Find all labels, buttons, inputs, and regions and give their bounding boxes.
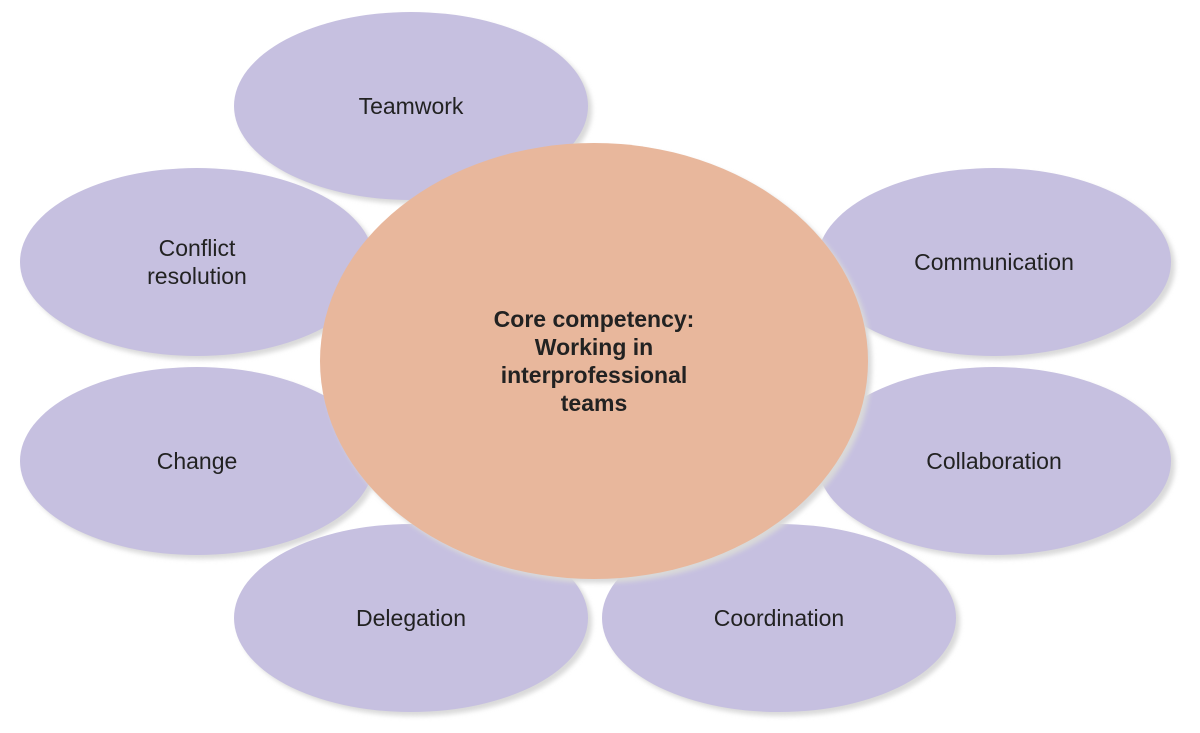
change-label: Change <box>157 448 238 474</box>
collaboration-node: Collaboration <box>817 367 1175 559</box>
delegation-label: Delegation <box>356 605 466 631</box>
satellite-ellipses: TeamworkConflictresolutionChangeDelegati… <box>20 12 1175 716</box>
change-ellipse <box>20 367 374 555</box>
coordination-label: Coordination <box>714 605 844 631</box>
conflict-resolution-ellipse <box>20 168 374 356</box>
center-label-line-4: teams <box>561 390 627 416</box>
communication-node: Communication <box>817 168 1175 360</box>
coordination-ellipse <box>602 524 956 712</box>
delegation-ellipse <box>234 524 588 712</box>
center-label-line-3: interprofessional <box>501 362 688 388</box>
coordination-node: Coordination <box>602 524 960 716</box>
change-node: Change <box>20 367 378 559</box>
collaboration-ellipse <box>817 367 1171 555</box>
collaboration-label: Collaboration <box>926 448 1062 474</box>
center-label-line-1: Core competency: <box>494 306 695 332</box>
teamwork-node: Teamwork <box>234 12 592 204</box>
communication-ellipse <box>817 168 1171 356</box>
center-label-line-2: Working in <box>535 334 653 360</box>
teamwork-label: Teamwork <box>359 93 464 119</box>
conflict-resolution-label-line-2: resolution <box>147 263 247 289</box>
delegation-node: Delegation <box>234 524 592 716</box>
teamwork-ellipse <box>234 12 588 200</box>
center-ellipse-group: Core competency:Working ininterprofessio… <box>320 143 872 583</box>
communication-label: Communication <box>914 249 1074 275</box>
center-ellipse <box>320 143 868 579</box>
conflict-resolution-label-line-1: Conflict <box>159 235 236 261</box>
